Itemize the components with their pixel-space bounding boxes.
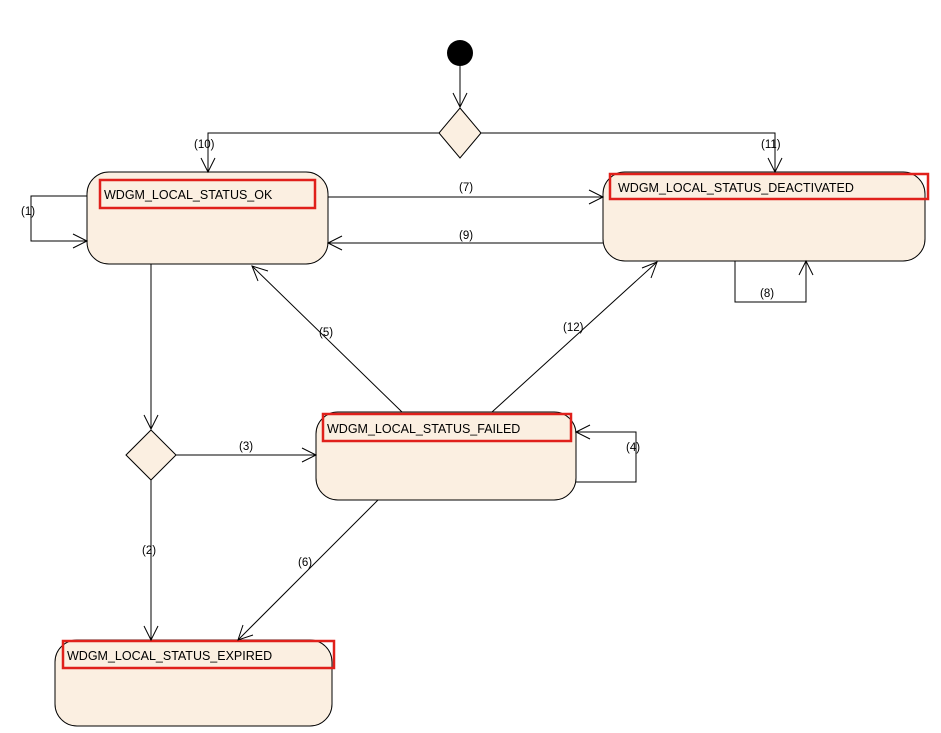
edge-5-label: (5) (319, 327, 333, 339)
edge-7-label: (7) (459, 182, 473, 194)
state-deactivated: WDGM_LOCAL_STATUS_DEACTIVATED (602, 171, 930, 262)
edge-4-label: (4) (626, 442, 640, 454)
edge-12-label: (12) (563, 322, 584, 334)
edge-3: (3) (176, 441, 318, 463)
edge-6-label: (6) (298, 557, 312, 569)
edge-1: (1) (21, 195, 89, 249)
edge-12: (12) (491, 261, 658, 413)
edge-9: (9) (326, 230, 603, 251)
choice-node-middle (125, 429, 177, 481)
edge-2: (2) (142, 480, 159, 642)
edge-8: (8) (734, 259, 814, 303)
edge-6: (6) (237, 499, 379, 641)
edge-10: (10) (194, 132, 439, 174)
state-deactivated-label: WDGM_LOCAL_STATUS_DEACTIVATED (618, 181, 854, 195)
initial-node (447, 40, 473, 66)
edge-ok-to-choice (143, 264, 159, 431)
state-expired: WDGM_LOCAL_STATUS_EXPIRED (54, 639, 336, 727)
edge-10-label: (10) (194, 139, 215, 151)
edge-4: (4) (574, 424, 640, 483)
state-ok-label: WDGM_LOCAL_STATUS_OK (104, 188, 273, 202)
state-failed-label: WDGM_LOCAL_STATUS_FAILED (327, 422, 520, 436)
edge-8-label: (8) (760, 288, 774, 300)
state-failed-highlight (321, 412, 573, 443)
edge-11: (11) (481, 132, 783, 174)
state-ok-highlight (98, 178, 317, 210)
state-failed: WDGM_LOCAL_STATUS_FAILED (315, 411, 577, 501)
edge-initial (452, 66, 468, 109)
edge-2-label: (2) (142, 545, 156, 557)
state-expired-highlight (61, 639, 336, 670)
state-ok: WDGM_LOCAL_STATUS_OK (86, 171, 329, 265)
edge-1-label: (1) (21, 206, 35, 218)
state-expired-label: WDGM_LOCAL_STATUS_EXPIRED (67, 649, 272, 663)
edge-11-label: (11) (761, 139, 781, 151)
edge-9-label: (9) (459, 230, 473, 242)
edge-7: (7) (328, 182, 605, 205)
choice-node-top (438, 107, 482, 159)
edge-5: (5) (251, 265, 403, 413)
state-deactivated-highlight (608, 172, 930, 201)
edge-3-label: (3) (239, 441, 253, 453)
